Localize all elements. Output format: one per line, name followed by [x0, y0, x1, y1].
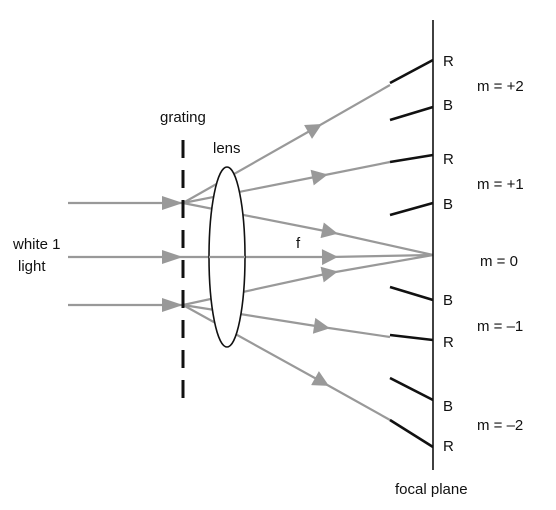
spectrum-order-plus1 — [389, 153, 434, 164]
white-light-label-line2: light — [18, 258, 46, 275]
order-plus1-blue-letter: B — [443, 196, 453, 213]
spectrum-order-minus2-blue — [389, 376, 434, 402]
spectrum-order-minus2 — [389, 418, 434, 449]
focal-plane-label: focal plane — [395, 481, 468, 498]
incoming-arrow-bottom — [162, 298, 183, 312]
order-label-zero: m = 0 — [480, 253, 518, 270]
order-minus1-red-letter: R — [443, 334, 454, 351]
order-minus2-blue-letter: B — [443, 398, 453, 415]
spectrum-order-plus2-blue — [389, 105, 434, 122]
order-minus2-red-letter: R — [443, 438, 454, 455]
white-light-label-line1: white 1 — [12, 236, 61, 253]
lens-label: lens — [213, 140, 241, 157]
focal-length-label: f — [296, 235, 301, 252]
spectrum-order-minus1-blue — [389, 285, 434, 302]
order-label-minus1: m = –1 — [477, 318, 523, 335]
order-label-minus2: m = –2 — [477, 417, 523, 434]
order-minus1-blue-letter: B — [443, 292, 453, 309]
spectrum-order-plus2 — [389, 58, 434, 85]
spectrum-order-plus1-blue — [389, 201, 434, 217]
order-plus2-blue-letter: B — [443, 97, 453, 114]
incoming-arrow-middle — [162, 250, 183, 264]
order-label-plus1: m = +1 — [477, 176, 524, 193]
order-plus2-red-letter: R — [443, 53, 454, 70]
order-plus1-red-letter: R — [443, 151, 454, 168]
grating-label: grating — [160, 109, 206, 126]
incoming-arrow-top — [162, 196, 183, 210]
order-label-plus2: m = +2 — [477, 78, 524, 95]
spectrum-order-minus1 — [389, 333, 434, 342]
